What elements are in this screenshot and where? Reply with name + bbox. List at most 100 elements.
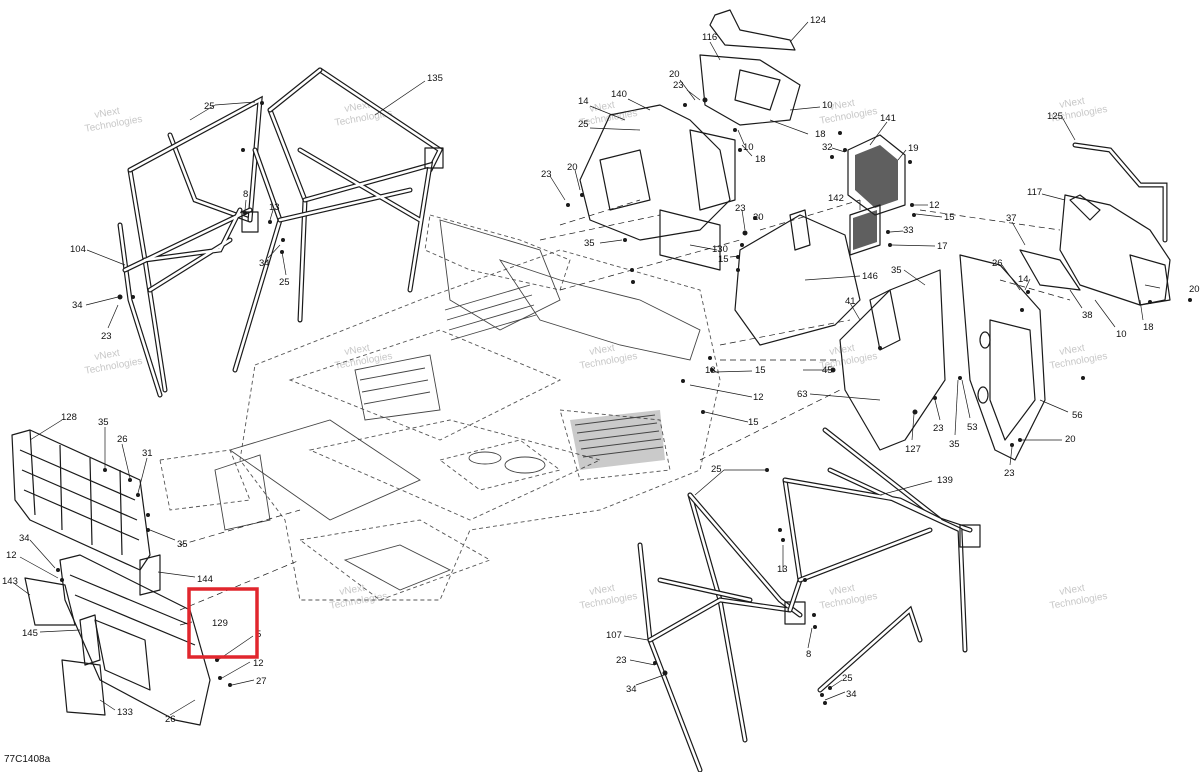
assembly-lines xyxy=(179,199,1071,611)
callout-18: 18 xyxy=(815,129,826,140)
callout-140: 140 xyxy=(611,89,627,100)
fasteners xyxy=(56,97,1192,705)
callout-10: 10 xyxy=(743,142,754,153)
floor-grate-rear xyxy=(570,410,665,470)
callout-144: 144 xyxy=(197,574,213,585)
callout-23: 23 xyxy=(933,423,944,434)
callout-12: 12 xyxy=(253,658,264,669)
callout-104: 104 xyxy=(70,244,86,255)
callout-53: 53 xyxy=(967,422,978,433)
callout-10: 10 xyxy=(822,100,833,111)
callout-128: 128 xyxy=(61,412,77,423)
watermark-text: vNext xyxy=(339,583,366,598)
cover-146 xyxy=(734,209,861,346)
callout-34: 34 xyxy=(846,689,857,700)
callout-8: 8 xyxy=(243,189,248,200)
callout-141: 141 xyxy=(880,113,896,124)
callout-41: 41 xyxy=(845,296,856,307)
rear-panel-140 xyxy=(579,104,736,271)
callout-23: 23 xyxy=(541,169,552,180)
floor-grate-front xyxy=(444,284,537,341)
callout-34: 34 xyxy=(626,684,637,695)
callout-26: 26 xyxy=(117,434,128,445)
callout-23: 23 xyxy=(673,80,684,91)
callout-125: 125 xyxy=(1047,111,1063,122)
callout-145: 145 xyxy=(22,628,38,639)
watermark-text: vNext xyxy=(589,100,616,115)
callout-133: 133 xyxy=(117,707,133,718)
callout-56: 56 xyxy=(1072,410,1083,421)
callout-10: 10 xyxy=(1116,329,1127,340)
roll-bar-left-104 xyxy=(117,95,263,398)
grille-142 xyxy=(849,204,881,256)
side-panel-63 xyxy=(839,269,946,451)
callout-25: 25 xyxy=(279,277,290,288)
watermark-text: vNext xyxy=(829,583,856,598)
bracket-37 xyxy=(1019,249,1081,291)
intake-117 xyxy=(1059,142,1171,306)
roll-bar-bracket xyxy=(424,147,444,169)
leader-lines xyxy=(14,21,1161,716)
watermark-text: vNext xyxy=(1059,343,1086,358)
roll-bar-right-135 xyxy=(232,67,444,373)
callout-124: 124 xyxy=(810,15,826,26)
callout-35: 35 xyxy=(98,417,109,428)
bumper-128 xyxy=(11,429,151,571)
vehicle-frame xyxy=(159,214,721,601)
callout-18: 18 xyxy=(1143,322,1154,333)
watermark-text: vNext xyxy=(829,98,856,113)
watermark-text: vNext xyxy=(94,106,121,121)
callout-27: 27 xyxy=(256,676,267,687)
callout-23: 23 xyxy=(101,331,112,342)
callout-23: 23 xyxy=(616,655,627,666)
callout-14: 14 xyxy=(578,96,589,107)
bumper-129 xyxy=(59,554,211,726)
callout-25: 25 xyxy=(204,101,215,112)
grille-141 xyxy=(847,134,906,216)
callout-33: 33 xyxy=(903,225,914,236)
watermark-text: vNext xyxy=(589,583,616,598)
callout-13: 13 xyxy=(269,202,280,213)
roll-bar-bracket xyxy=(241,211,259,233)
callout-13: 13 xyxy=(777,564,788,575)
side-panel-56 xyxy=(959,254,1046,461)
callout-35: 35 xyxy=(584,238,595,249)
callout-8: 8 xyxy=(806,649,811,660)
callout-25: 25 xyxy=(842,673,853,684)
callout-34: 34 xyxy=(72,300,83,311)
callout-20: 20 xyxy=(1065,434,1076,445)
roll-bar-bracket xyxy=(959,524,981,548)
watermark-text: vNext xyxy=(344,343,371,358)
callout-25: 25 xyxy=(711,464,722,475)
callout-14: 14 xyxy=(1018,274,1029,285)
watermark-text: vNext xyxy=(1059,96,1086,111)
callout-15: 15 xyxy=(718,254,729,265)
callout-143: 143 xyxy=(2,576,18,587)
watermark-text: vNext xyxy=(589,343,616,358)
intake-116 xyxy=(699,9,801,126)
callout-38: 38 xyxy=(1082,310,1093,321)
watermark-text: vNext xyxy=(344,100,371,115)
watermark-text: vNext xyxy=(1059,583,1086,598)
highlight-box-129 xyxy=(187,587,259,659)
callout-34: 34 xyxy=(19,533,30,544)
callout-129: 129 xyxy=(212,618,228,629)
callout-20: 20 xyxy=(567,162,578,173)
callout-15: 15 xyxy=(944,212,955,223)
plate-130 xyxy=(659,209,721,271)
callout-labels: 124 116 20 23 140 14 25 10 18 10 18 141 … xyxy=(2,15,1200,725)
roll-bar-front-left-107 xyxy=(637,492,806,772)
callout-20: 20 xyxy=(669,69,680,80)
callout-37: 37 xyxy=(1006,213,1017,224)
roll-bar-front-right-139 xyxy=(782,427,981,693)
callout-17: 17 xyxy=(937,241,948,252)
callout-18: 18 xyxy=(755,154,766,165)
watermark-text: vNext xyxy=(829,343,856,358)
callout-127: 127 xyxy=(905,444,921,455)
callout-32: 32 xyxy=(822,142,833,153)
callout-142: 142 xyxy=(828,193,844,204)
callout-20: 20 xyxy=(753,212,764,223)
panel-133 xyxy=(61,659,106,716)
